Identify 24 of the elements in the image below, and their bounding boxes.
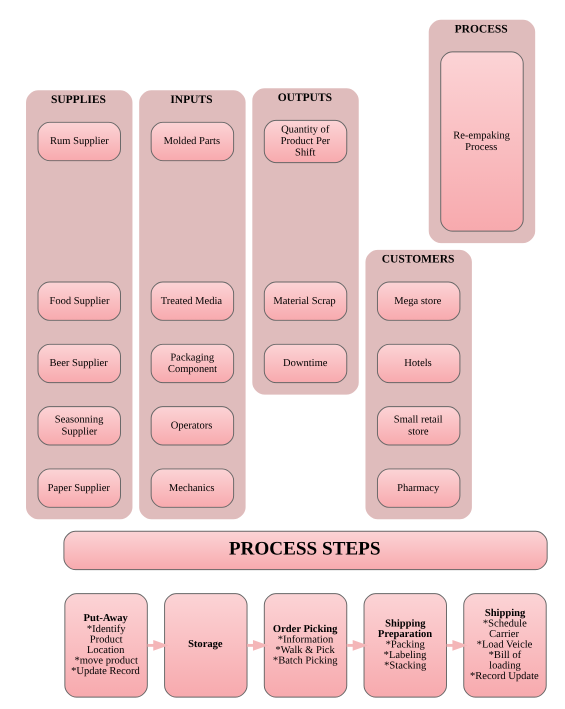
node-box: Molded Parts: [150, 122, 234, 162]
node-box: Downtime: [263, 344, 347, 384]
node-box: Re-empaking Process: [440, 51, 524, 232]
node-box: Mechanics: [150, 468, 234, 508]
node-box: Operators: [150, 406, 234, 446]
node-box: Mega store: [376, 282, 460, 321]
node-box: Small retail store: [376, 406, 460, 446]
node-box: Storage: [164, 593, 248, 698]
node-box: Pharmacy: [376, 468, 460, 508]
node-box: Food Supplier: [37, 282, 120, 321]
node-box: Beer Supplier: [37, 344, 120, 384]
node-box: Shipping Preparation *Packing *Labeling *Stacking: [363, 593, 446, 698]
node-box: Put-Away *Identify Product Location *move product *Update Record: [64, 593, 148, 698]
node-box: Rum Supplier: [37, 122, 120, 162]
node-box: Paper Supplier: [37, 468, 120, 508]
node-box: Treated Media: [150, 282, 234, 321]
node-box: Quantity of Product Per Shift: [263, 120, 347, 164]
node-box: PROCESS STEPS: [62, 530, 548, 570]
node-box: Packaging Component: [150, 344, 234, 384]
node-box: Shipping *Schedule Carrier *Load Veicle *Bill of loading *Record Update: [462, 593, 546, 698]
node-box: Seasonning Supplier: [37, 406, 120, 446]
node-box: Material Scrap: [263, 282, 347, 321]
node-box: Hotels: [376, 344, 460, 384]
node-box: Order Picking *Information *Walk & Pick *Batch Picking: [263, 593, 347, 698]
